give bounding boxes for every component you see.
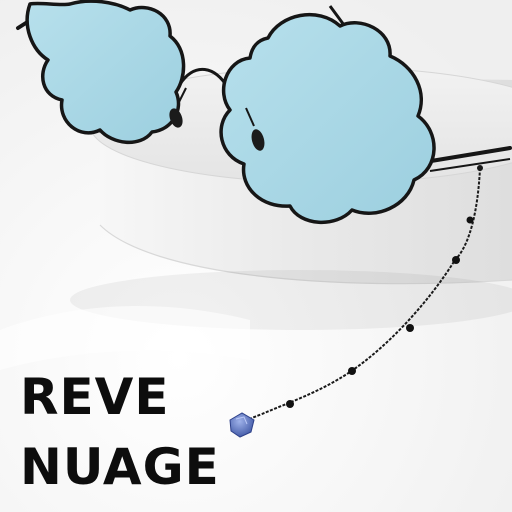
floor-reflection [0, 306, 250, 370]
product-title-line-2: NUAGE [20, 438, 220, 496]
eyewear-chain [240, 165, 483, 424]
nose-pads [169, 87, 265, 151]
product-title-line-1: REVE [20, 368, 170, 426]
right-cloud-lens [219, 12, 436, 224]
right-temple-arm [423, 146, 512, 172]
crystal-charm [229, 412, 255, 438]
